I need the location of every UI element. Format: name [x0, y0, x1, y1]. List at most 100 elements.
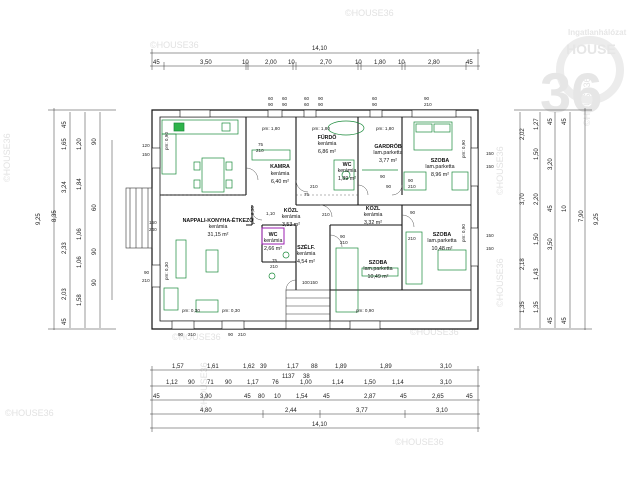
- annotation: 90: [410, 210, 416, 215]
- room-kamra: KAMRA kerámia 6,40 m²: [270, 164, 290, 185]
- dim-label: 1,35: [520, 301, 526, 313]
- annotation: 240: [149, 227, 157, 232]
- dim-label: 80: [258, 394, 265, 400]
- annotation: 160: [149, 220, 157, 225]
- annotation: pm: 0,30: [250, 206, 255, 224]
- dim-label: 1,50: [364, 380, 376, 386]
- total-height-right: 9,25: [594, 213, 600, 225]
- annotation: 150: [486, 164, 494, 169]
- annotation: 90: [318, 102, 324, 107]
- annotation: 120: [142, 143, 150, 148]
- dim-label: 45: [244, 394, 251, 400]
- watermark-text: ©HOUSE36: [495, 258, 505, 307]
- dim-label: 1,62: [243, 364, 255, 370]
- dim-label: 37: [288, 374, 295, 380]
- annotation: 60: [268, 96, 274, 101]
- dim-label: 1,17: [247, 380, 259, 386]
- dim-label: 1,20: [77, 138, 83, 150]
- room-name: KÖZL: [284, 207, 299, 214]
- dim-label: 3,10: [440, 380, 452, 386]
- room-area: 3,53 m²: [282, 222, 300, 228]
- dim-label: 1,54: [296, 394, 308, 400]
- watermark-text: ©HOUSE36: [410, 327, 459, 337]
- dim-label: 1,58: [77, 294, 83, 306]
- room-name: NAPPALI-KONYHA-ÉTKEZŐ: [183, 216, 254, 224]
- annotation: 210: [188, 332, 196, 337]
- right-chain-d: 45 10 45: [562, 118, 568, 324]
- room-name: SZÉLF.: [297, 243, 315, 251]
- left-chain-c: 90 60 90 90: [92, 138, 98, 286]
- dim-label: 2,20: [534, 193, 540, 205]
- windows: [151, 109, 479, 330]
- dim-label: 1,17: [287, 364, 299, 370]
- room-wc-2: WC kerámia 2,66 m²: [264, 232, 283, 252]
- dim-label: 1,27: [534, 118, 540, 130]
- watermark-text: ©HOUSE36: [495, 146, 505, 195]
- dim-label: 38: [303, 374, 310, 380]
- dim-label: 3,24: [62, 181, 68, 193]
- room-area: 10,48 m²: [432, 246, 453, 252]
- dim-label: 2,44: [285, 408, 297, 414]
- annotation: pm: 0,90: [461, 224, 466, 242]
- logo-house-text: HOUSE: [566, 41, 616, 57]
- dim-label: 10: [274, 394, 281, 400]
- annotation: 150: [486, 246, 494, 251]
- room-gardrob: GARDRÓB lam.parketta 3,77 m²: [373, 142, 402, 164]
- dim-label: 2,80: [428, 60, 440, 66]
- room-name: GARDRÓB: [374, 142, 402, 150]
- dim-label: 4,80: [200, 408, 212, 414]
- dim-label: 1,89: [335, 364, 347, 370]
- annotation: 90: [424, 96, 430, 101]
- room-szoba-1: SZOBA lam.parketta 8,96 m²: [425, 158, 454, 178]
- dim-label: 60: [92, 204, 98, 211]
- left-dimension-lines: [48, 108, 116, 330]
- annotation: 90: [228, 332, 234, 337]
- annotation: 210: [270, 264, 278, 269]
- dim-label: 76: [272, 380, 279, 386]
- entry-steps: [125, 187, 331, 330]
- room-floor: kerámia: [282, 214, 301, 220]
- right-dimension-lines: [514, 108, 592, 330]
- annotation: 75: [272, 258, 278, 263]
- top-dimension-lines: [150, 49, 480, 70]
- annotation: 150: [486, 233, 494, 238]
- dim-label: 90: [225, 380, 232, 386]
- room-name: FÜRDŐ: [318, 134, 337, 141]
- right-chain-c: 45 3,20 45 3,50 45: [548, 118, 554, 324]
- dim-label: 2,33: [62, 242, 68, 254]
- dim-label: 45: [153, 60, 160, 66]
- dim-label: 3,10: [436, 408, 448, 414]
- room-floor: kerámia: [264, 238, 283, 244]
- room-furdo: FÜRDŐ kerámia 6,86 m²: [318, 134, 337, 155]
- dim-label: 2,00: [265, 60, 277, 66]
- dim-label: 1,35: [534, 301, 540, 313]
- dim-label: 71: [207, 380, 214, 386]
- dim-label: 90: [188, 380, 195, 386]
- annotation: 60: [372, 96, 378, 101]
- annotation: 90: [408, 178, 414, 183]
- annotation: pm: 0,30: [222, 308, 240, 313]
- dim-label: 45: [562, 317, 568, 324]
- room-floor: lam.parketta: [425, 164, 454, 170]
- annotation: pm: 0,90: [356, 308, 374, 313]
- dim-label: 8,35: [52, 210, 58, 222]
- annotation: 210: [256, 148, 264, 153]
- opening-annotations: pm: 1,80 pm: 1,80 pm: 1,80 pm: 0,90 pm: …: [142, 96, 494, 337]
- room-wc-1: WC kerámia 1,89 m²: [338, 162, 357, 182]
- dim-label: 1,06: [77, 256, 83, 268]
- annotation: 210: [322, 212, 330, 217]
- wc-highlight: [261, 227, 285, 245]
- dim-label: 3,10: [440, 364, 452, 370]
- dim-label: 45: [466, 60, 473, 66]
- annotation: 90: [282, 102, 288, 107]
- annotation: 75: [258, 142, 264, 147]
- room-kozl-2: KÖZL kerámia 3,32 m²: [364, 205, 383, 226]
- annotation: 210: [340, 240, 348, 245]
- dim-label: 1,57: [172, 364, 184, 370]
- logo-number-text: 36: [540, 61, 602, 124]
- dim-label: 3,50: [200, 60, 212, 66]
- annotation: 90: [178, 332, 184, 337]
- dim-label: 45: [323, 394, 330, 400]
- left-chain-b: 1,20 1,84 1,06 1,06 1,58: [77, 138, 83, 306]
- room-area: 6,40 m²: [271, 179, 289, 185]
